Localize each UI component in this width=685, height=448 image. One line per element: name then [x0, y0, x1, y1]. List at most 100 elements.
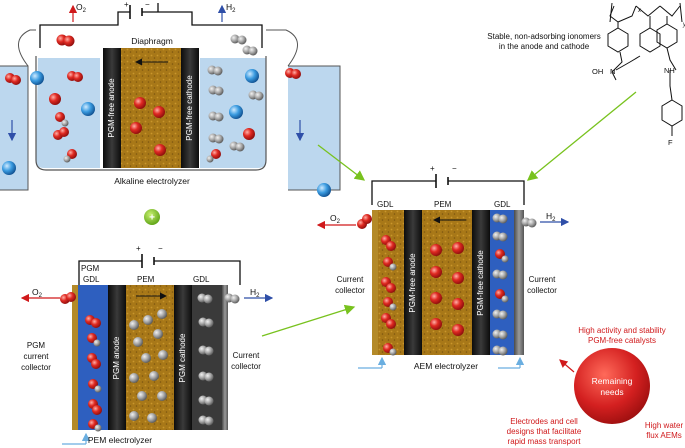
pem-h2-label: H2 [250, 287, 260, 299]
pem-gdl-right-label: GDL [193, 275, 210, 284]
aem-cathode [472, 210, 490, 355]
need-electrodes-line2: designs that facilitate [507, 427, 582, 436]
pem-gdl-left-label: GDL [83, 275, 100, 284]
k-ion [245, 69, 259, 83]
o2-molecule [85, 315, 101, 328]
k-ion [229, 105, 243, 119]
ionomer-oh-label: OH [592, 67, 603, 76]
aem-anode [404, 210, 422, 355]
h-plus-ion [129, 320, 139, 330]
h2-molecule [230, 34, 247, 45]
pem-right-collector-label: Current collector [231, 351, 261, 371]
h2-molecule [229, 141, 245, 152]
alkaline-minus: − [145, 0, 150, 9]
h-plus-ion [129, 411, 139, 421]
h2-molecule [492, 329, 508, 340]
aem-left-collector-label: Current collector [335, 275, 365, 295]
pem-anode [108, 285, 126, 430]
h2-molecule [492, 231, 508, 242]
h2-molecule [492, 213, 508, 224]
flow-arrows [261, 91, 637, 337]
h-plus-ion [137, 391, 147, 401]
pem-anode-label: PGM anode [112, 336, 121, 379]
aem-membrane [422, 210, 472, 355]
aem-right-collector-label: Current collector [527, 275, 557, 295]
pem-left-collector-label: PGM current collector [21, 341, 51, 372]
ionomer-x-label: x [637, 8, 642, 14]
o2-molecule [88, 399, 102, 415]
o2-molecule [53, 127, 69, 140]
h-plus-ion [147, 413, 157, 423]
aem-molecules [357, 213, 537, 356]
water-molecule [206, 149, 221, 163]
svg-text:collector: collector [231, 362, 261, 371]
alkaline-anolyte [36, 58, 100, 168]
oh-ion [49, 93, 61, 105]
oh-ion [153, 106, 165, 118]
ionomer-text-line2: in the anode and cathode [499, 42, 590, 51]
water-molecule [63, 149, 77, 163]
aem-wire [371, 180, 525, 205]
h2-molecule [242, 45, 258, 56]
ionomer-fluorophenyl-ring [661, 99, 683, 127]
alkaline-wire [39, 3, 263, 48]
h2-molecule [492, 345, 508, 356]
aem-right-collector [514, 210, 524, 355]
aem-caption: AEM electrolyzer [414, 361, 478, 371]
oh-ion [452, 242, 464, 254]
need-electrodes-line3: rapid mass transport [508, 437, 582, 446]
alkaline-loop-pipes [18, 29, 298, 67]
aem-gdl-left-label: GDL [377, 200, 394, 209]
pem-left-collector [72, 285, 78, 430]
aem-minus: − [452, 164, 457, 173]
svg-text:+: + [149, 213, 155, 224]
need-activity-line2: PGM-free catalysts [588, 336, 656, 345]
h2-molecule [198, 345, 214, 356]
ionomer-n-label: N [610, 67, 615, 76]
water-molecule [495, 289, 509, 303]
alkaline-molecules [2, 34, 331, 197]
pem-to-aem-arrow [261, 304, 356, 337]
ionomer-nh-label: NH [664, 66, 675, 75]
alkaline-electrolyzer: + − PGM-free anode PGM-free cathode Diap… [0, 0, 341, 197]
alkaline-h2-label: H2 [226, 2, 236, 14]
water-molecule [383, 257, 397, 271]
aem-anode-label: PGM-free anode [408, 253, 417, 313]
oh-ion [154, 144, 166, 156]
o2-molecule [60, 292, 76, 304]
ionomer-brackets [609, 2, 683, 23]
aem-membrane-label: PEM [434, 200, 452, 209]
ionomer-y-label: y [682, 22, 685, 28]
svg-text:collector: collector [21, 363, 51, 372]
pem-right-collector [222, 285, 228, 430]
ionomer-structure: Stable, non-adsorbing ionomers in the an… [487, 2, 685, 147]
pem-electrolyzer: + − PGM anode PGM cathode PGM GDL PEM GD… [20, 244, 274, 445]
aem-h2-label: H2 [546, 211, 556, 223]
need-electrodes-line1: Electrodes and cell [510, 417, 578, 426]
svg-text:current: current [24, 352, 50, 361]
water-molecule [383, 297, 397, 311]
water-molecule [495, 249, 509, 263]
ionomer-to-aem-arrow [526, 91, 637, 181]
aem-electrolyzer: + − PGM-free anode PGM-free cathode GDL … [316, 164, 570, 371]
remaining-needs-label-1: Remaining [592, 376, 633, 386]
ionomer-f-label: F [668, 138, 673, 147]
aem-cathode-label: PGM-free cathode [476, 250, 485, 316]
ionomer-text-line1: Stable, non-adsorbing ionomers [487, 32, 600, 41]
h2-molecule [198, 415, 214, 426]
oh-ion [430, 266, 442, 278]
oh-ion [243, 128, 255, 140]
h2-molecule [224, 293, 240, 304]
oh-ion [452, 298, 464, 310]
water-molecule [55, 112, 69, 127]
h2-molecule [492, 269, 508, 280]
alkaline-left-reservoir [0, 66, 28, 190]
svg-text:Current: Current [233, 351, 260, 360]
alkaline-tank-wall [35, 56, 267, 171]
ionomer-ring-1 [607, 27, 629, 53]
alkaline-cathode [181, 48, 199, 168]
k-ion [81, 102, 95, 116]
aem-plus: + [430, 164, 435, 173]
pem-o2-label: O2 [32, 287, 43, 299]
water-molecule [87, 333, 101, 347]
